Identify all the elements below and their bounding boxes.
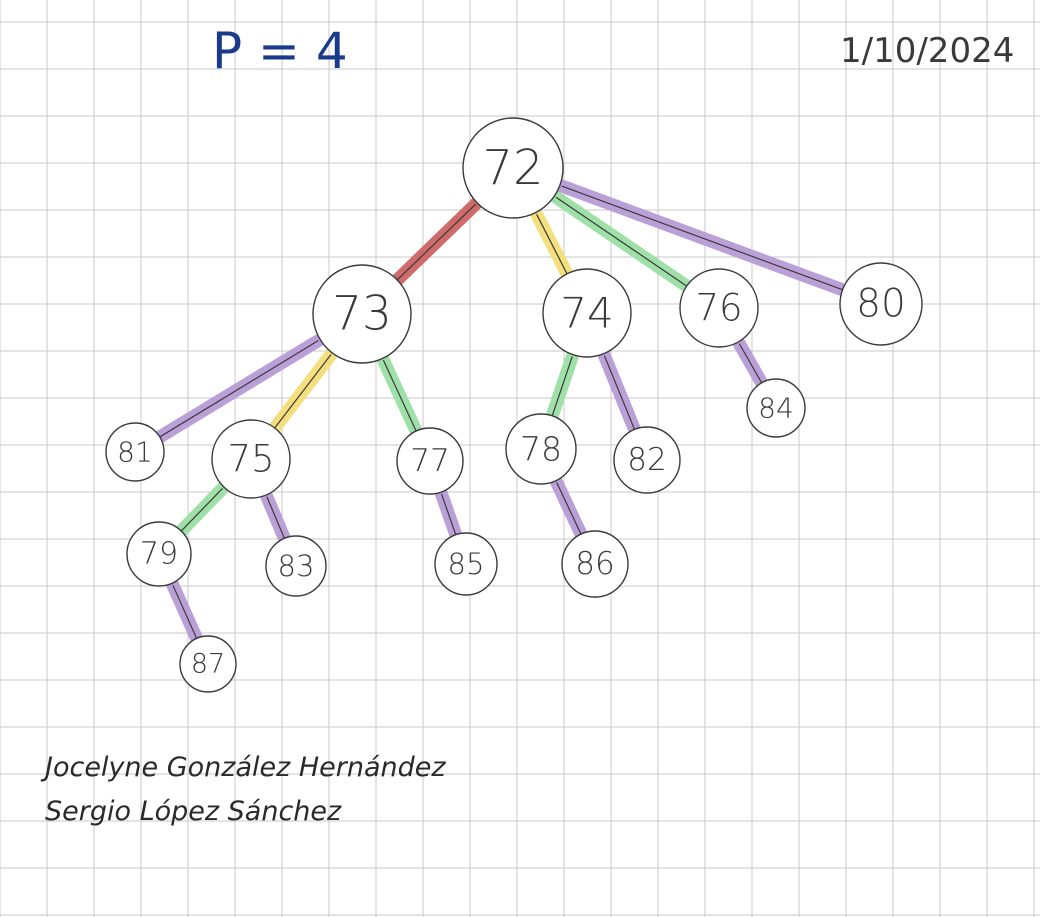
node-circle	[434, 532, 498, 596]
node-layer: 72 73 74 76 80 84 81 75 77 78 82 79 83 85 86 87	[105, 117, 923, 693]
node-circle	[396, 427, 464, 495]
tree-node-77: 77	[396, 427, 464, 495]
node-circle	[265, 535, 327, 597]
node-label: 86	[575, 546, 614, 582]
tree-node-85: 85	[434, 532, 498, 596]
node-label: 82	[627, 442, 666, 478]
node-label: 85	[448, 547, 485, 581]
node-circle	[746, 378, 806, 438]
tree-node-73: 73	[312, 264, 412, 364]
tree-node-82: 82	[613, 426, 681, 494]
edge-73-77	[382, 360, 420, 437]
node-label: 73	[332, 287, 392, 342]
tree-node-75: 75	[211, 419, 291, 499]
node-circle	[505, 413, 577, 485]
edge-77-85	[440, 493, 459, 541]
node-label: 81	[117, 436, 153, 469]
page-title: P = 4	[212, 22, 348, 80]
edge-74-82	[603, 355, 638, 436]
node-circle	[561, 530, 629, 598]
author-name-2: Sergio López Sánchez	[45, 796, 342, 827]
edge-75-79	[176, 488, 223, 536]
edge-76-84	[738, 343, 766, 389]
node-circle	[462, 117, 564, 219]
tree-node-74: 74	[542, 268, 632, 358]
edge-75-83	[266, 496, 288, 545]
edge-73-75	[270, 354, 332, 434]
tree-node-87: 87	[179, 635, 237, 693]
edge-72-80	[561, 185, 849, 293]
node-label: 77	[410, 443, 449, 479]
edge-79-87	[172, 584, 200, 645]
node-label: 84	[758, 392, 794, 425]
node-label: 76	[695, 287, 742, 330]
node-label: 72	[482, 140, 543, 196]
edge-73-81	[154, 339, 319, 441]
node-label: 80	[856, 282, 906, 327]
node-circle	[211, 419, 291, 499]
edge-78-86	[556, 482, 585, 540]
node-circle	[613, 426, 681, 494]
node-label: 78	[520, 430, 562, 469]
node-circle	[839, 262, 923, 346]
edge-layer	[148, 179, 855, 651]
node-circle	[126, 521, 192, 587]
node-circle	[312, 264, 412, 364]
tree-node-76: 76	[679, 268, 759, 348]
tree-node-72: 72	[462, 117, 564, 219]
tree-node-83: 83	[265, 535, 327, 597]
author-name-1: Jocelyne González Hernández	[40, 752, 446, 783]
node-circle	[542, 268, 632, 358]
tree-node-78: 78	[505, 413, 577, 485]
edge-72-73	[392, 203, 477, 285]
edge-72-74	[536, 214, 571, 280]
tree-node-86: 86	[561, 530, 629, 598]
node-circle	[179, 635, 237, 693]
node-circle	[679, 268, 759, 348]
node-label: 74	[560, 289, 613, 338]
node-label: 75	[227, 438, 274, 481]
tree-node-81: 81	[105, 422, 165, 482]
node-label: 83	[278, 549, 315, 583]
node-label: 79	[140, 537, 178, 572]
node-circle	[105, 422, 165, 482]
date-label: 1/10/2024	[840, 31, 1014, 71]
tree-node-79: 79	[126, 521, 192, 587]
tree-node-84: 84	[746, 378, 806, 438]
node-label: 87	[191, 649, 225, 680]
tree-node-80: 80	[839, 262, 923, 346]
edge-72-76	[555, 196, 693, 290]
edge-74-78	[549, 356, 573, 422]
